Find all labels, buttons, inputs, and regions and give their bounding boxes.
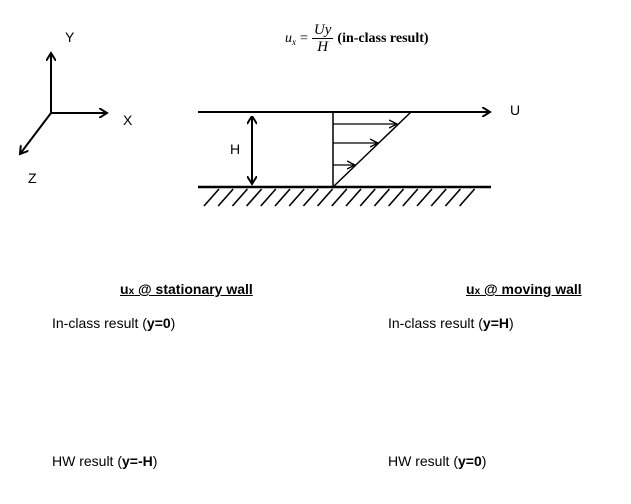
height-label: H: [230, 141, 241, 157]
hatch-line: [217, 188, 234, 207]
hatch-line: [317, 188, 334, 207]
hatch-line: [359, 188, 376, 207]
moving-inclass-result: In-class result (y=H): [388, 315, 514, 331]
x-axis-label: X: [123, 112, 133, 128]
coordinate-axes: [20, 53, 107, 154]
hatch-line: [430, 188, 447, 207]
formula-numerator: Uy: [311, 22, 334, 39]
formula-equals: =: [300, 30, 308, 46]
profile-diagonal: [332, 111, 412, 188]
stationary-inclass-result: In-class result (y=0): [52, 315, 176, 331]
hatch-line: [345, 188, 362, 207]
hatch-line: [260, 188, 277, 207]
formula-note: (in-class result): [337, 30, 429, 46]
hatch-line: [288, 188, 305, 207]
velocity-label: U: [510, 102, 521, 118]
hatch-line: [373, 188, 390, 207]
hatch-line: [203, 188, 220, 207]
hatch-line: [302, 188, 319, 207]
wall-hatching: [203, 188, 476, 207]
z-axis-arrow: [20, 112, 52, 154]
hatch-line: [331, 188, 348, 207]
stationary-wall-heading: ux @ stationary wall: [120, 281, 253, 297]
stationary-hw-result: HW result (y=-H): [52, 453, 158, 469]
hatch-line: [459, 188, 476, 207]
formula-fraction: Uy H: [311, 22, 334, 55]
hatch-line: [274, 188, 291, 207]
hatch-line: [444, 188, 461, 207]
moving-wall-heading: ux @ moving wall: [466, 281, 582, 297]
hatch-line: [231, 188, 248, 207]
hatch-line: [416, 188, 433, 207]
formula-lhs: ux: [285, 30, 296, 47]
moving-hw-result: HW result (y=0): [388, 453, 487, 469]
formula-denominator: H: [317, 39, 329, 55]
hatch-line: [402, 188, 419, 207]
z-axis-label: Z: [28, 170, 37, 186]
hatch-line: [246, 188, 263, 207]
hatch-line: [388, 188, 405, 207]
y-axis-label: Y: [65, 29, 75, 45]
velocity-formula: ux = Uy H (in-class result): [285, 22, 429, 55]
